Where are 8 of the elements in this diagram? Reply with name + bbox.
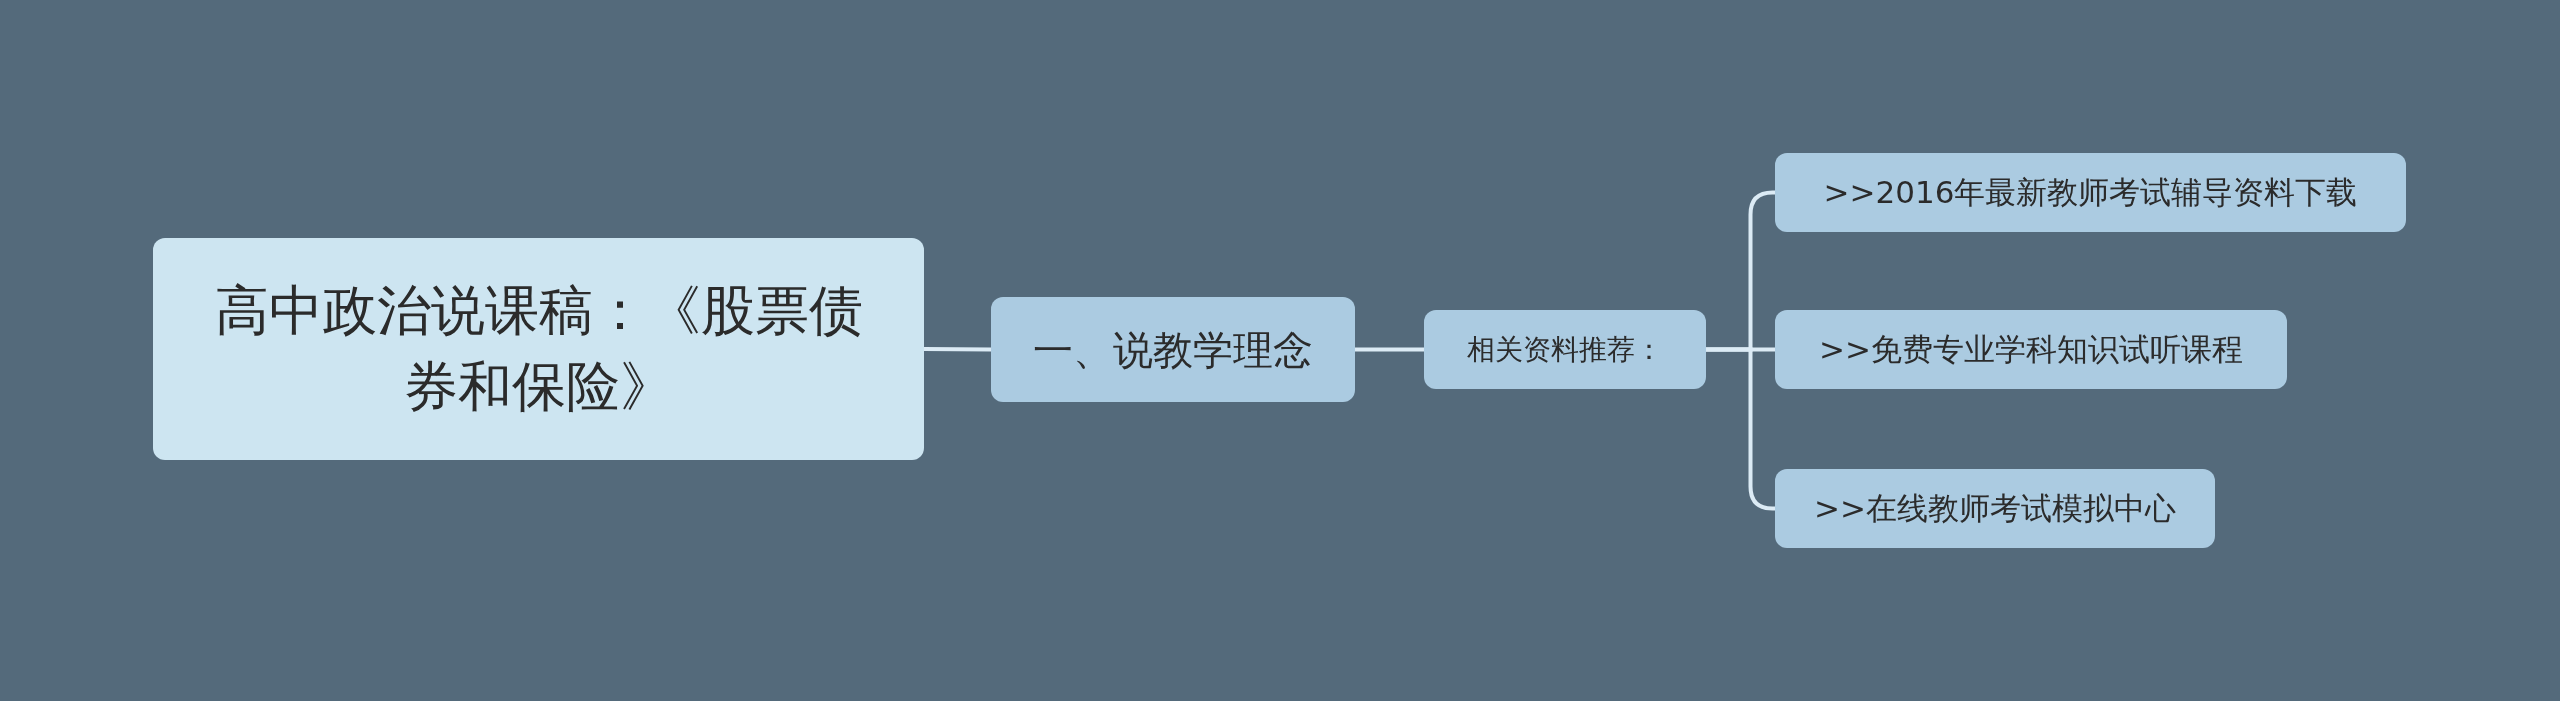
- link-box: >>2016年最新教师考试辅导资料下载: [1775, 153, 2406, 232]
- link-box: >>免费专业学科知识试听课程: [1775, 310, 2287, 389]
- link-box: >>在线教师考试模拟中心: [1775, 469, 2215, 548]
- connector-line: [1355, 347, 1424, 352]
- subtopic-box: 一、说教学理念: [991, 297, 1355, 402]
- topic-box: 高中政治说课稿：《股票债券和保险》: [153, 238, 924, 460]
- subtopic-box: 相关资料推荐：: [1424, 310, 1706, 389]
- connector-line: [924, 347, 991, 352]
